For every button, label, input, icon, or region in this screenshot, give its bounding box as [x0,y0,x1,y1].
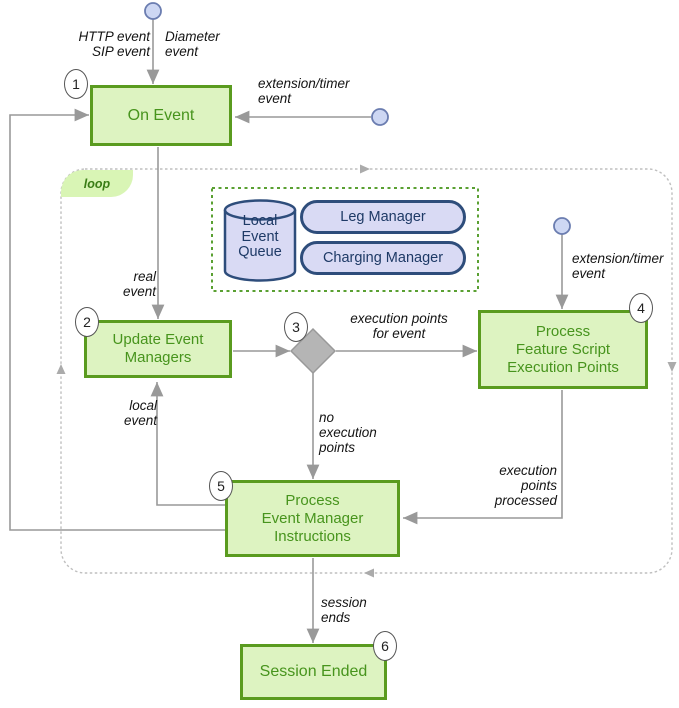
pill-leg-manager: Leg Manager [300,200,466,234]
queue-line: Queue [238,244,282,260]
node-update-event-managers-line: Managers [124,349,192,366]
step-badge-1: 1 [64,69,88,99]
loop-direction-arrow-bottom [364,568,374,578]
label-line: processed [494,493,557,508]
step-badge-4: 4 [629,293,653,323]
step-badge-2-number: 2 [83,314,91,330]
decision-diamond [289,327,337,375]
start-node-icon-feature-script [553,217,571,235]
loop-tab-label: loop [83,176,111,191]
label-session-ends: session ends [321,595,367,625]
label-line: event [572,266,606,281]
edge-local-event [150,382,225,506]
pill-charging-manager-label: Charging Manager [322,250,444,266]
node-process-event-manager-line: Event Manager [261,509,364,527]
node-update-event-managers: Update Event Managers [84,320,232,378]
label-real-event: real event [98,269,156,299]
label-local-event: local event [99,398,157,428]
label-line: real [133,269,156,284]
label-line: local [129,398,157,413]
queue-cylinder-label: Local Event Queue [225,213,295,261]
label-line: event [123,413,157,428]
node-process-event-manager-line: Instructions [274,527,351,545]
label-line: points [319,440,356,455]
edge-points-processed [403,390,563,525]
label-line: points [520,478,557,493]
start-node-icon-right [371,108,389,126]
label-line: execution points [350,311,448,326]
queue-cylinder-top-icon [223,199,297,221]
label-line: for event [372,326,426,341]
label-line: extension/timer [572,251,664,266]
label-execution-points-processed: execution points processed [477,463,557,508]
label-line: event [122,284,156,299]
node-process-feature-script-line: Execution Points [507,358,619,376]
label-line: session [321,595,367,610]
edge-instructions-to-on-event [9,108,225,531]
label-line: no [319,410,335,425]
label-extension-timer-event-right: extension/timer event [572,251,664,281]
label-line: ends [321,610,351,625]
node-update-event-managers-line: Update Event [112,331,204,348]
label-line: SIP event [91,44,150,59]
step-badge-1-number: 1 [72,76,80,92]
label-execution-points-for-event: execution points for event [338,311,460,341]
step-badge-5: 5 [209,471,233,501]
loop-direction-arrow-top [360,164,370,174]
step-badge-6-number: 6 [381,638,389,654]
step-badge-3-number: 3 [292,319,300,335]
loop-direction-arrow-right [667,362,677,372]
step-badge-2: 2 [75,307,99,337]
loop-tab: loop [61,170,133,197]
node-session-ended-label: Session Ended [259,663,368,680]
label-diameter-event: Diameter event [165,29,220,59]
label-line: execution [499,463,557,478]
node-process-feature-script-line: Process [535,322,591,340]
queue-cylinder-icon [223,210,297,282]
label-extension-timer-event-top: extension/timer event [258,76,350,106]
start-node-icon-top [144,2,162,20]
node-session-ended: Session Ended [240,644,387,700]
queue-line: Local [242,213,278,229]
label-no-execution-points: no execution points [319,410,377,455]
label-line: Diameter [165,29,220,44]
label-line: extension/timer [258,76,350,91]
node-process-feature-script: Process Feature Script Execution Points [478,310,648,389]
step-badge-6: 6 [373,631,397,661]
loop-direction-arrow-left [56,364,66,374]
label-line: execution [319,425,377,440]
step-badge-4-number: 4 [637,300,645,316]
label-line: HTTP event [78,29,150,44]
queue-line: Event [241,228,279,245]
node-process-event-manager-line: Process [285,491,340,509]
node-on-event: On Event [90,85,232,146]
pill-leg-manager-label: Leg Manager [340,209,426,225]
step-badge-5-number: 5 [217,478,225,494]
step-badge-3: 3 [284,312,308,342]
pill-charging-manager: Charging Manager [300,241,466,275]
label-http-sip-event: HTTP event SIP event [58,29,150,59]
label-line: event [165,44,199,59]
node-on-event-label: On Event [127,106,195,124]
node-process-feature-script-line: Feature Script [515,340,611,358]
node-process-event-manager: Process Event Manager Instructions [225,480,400,557]
label-line: event [258,91,292,106]
